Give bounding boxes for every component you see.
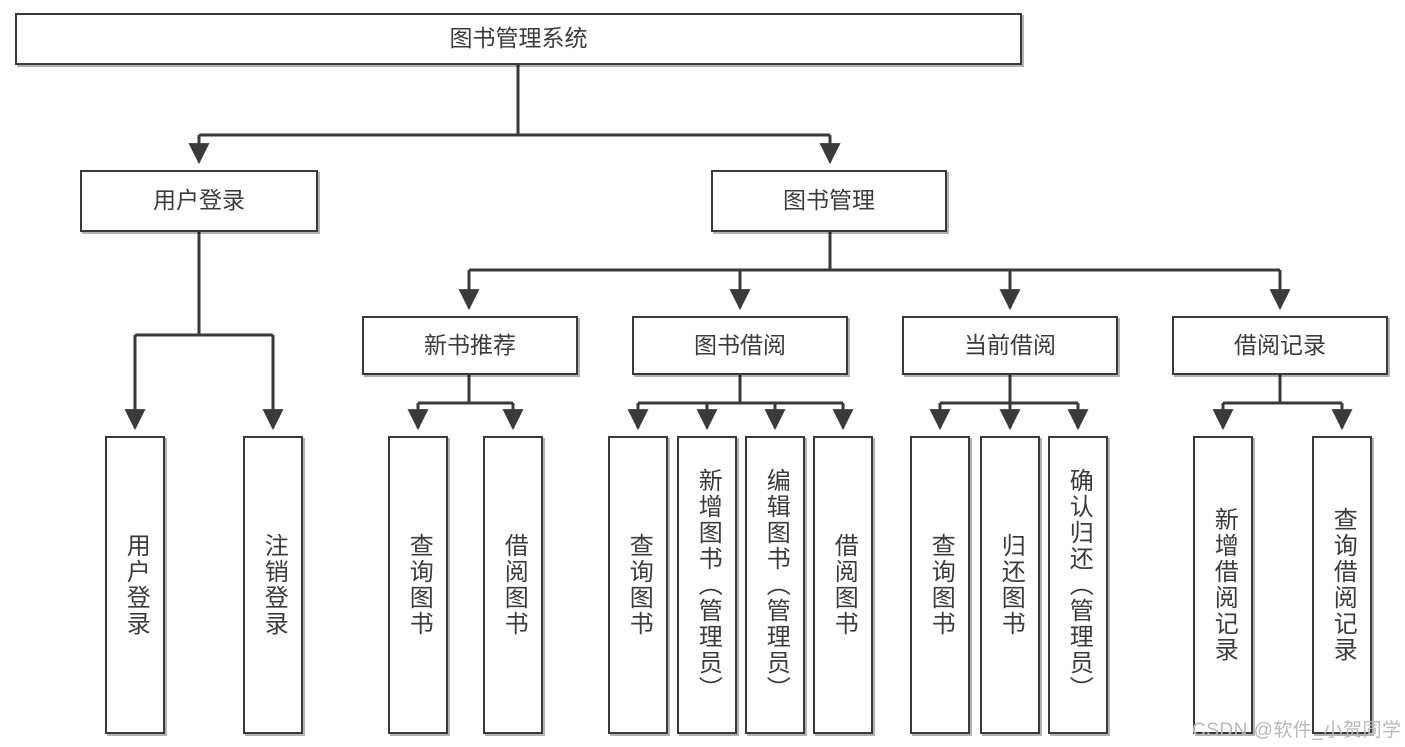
node-new-book-recommend-label: 新书推荐 (424, 331, 516, 358)
node-new-book-recommend[interactable]: 新书推荐 (362, 316, 578, 375)
node-leaf-user-login[interactable]: 用户登录 (105, 436, 165, 734)
node-book-manage-label: 图书管理 (783, 187, 875, 214)
node-leaf-borrow-book-rec[interactable]: 借阅图书 (483, 436, 543, 734)
watermark-text: CSDN @软件_小贺同学 (1192, 720, 1402, 741)
node-leaf-add-borrow-record-label: 新增借阅记录 (1210, 507, 1238, 663)
node-leaf-borrow-book-rec-label: 借阅图书 (500, 533, 528, 637)
node-leaf-query-book-current-label: 查询图书 (927, 533, 955, 637)
node-leaf-borrow-book-label: 借阅图书 (830, 533, 858, 637)
node-borrow-record-label: 借阅记录 (1234, 331, 1326, 358)
node-book-manage[interactable]: 图书管理 (711, 170, 947, 232)
node-leaf-query-borrow-record[interactable]: 查询借阅记录 (1312, 436, 1372, 734)
node-leaf-return-book[interactable]: 归还图书 (980, 436, 1040, 734)
node-leaf-confirm-return-admin[interactable]: 确认归还（管理员） (1048, 436, 1108, 734)
node-leaf-confirm-return-admin-label: 确认归还（管理员） (1065, 468, 1093, 702)
node-root[interactable]: 图书管理系统 (15, 13, 1022, 65)
node-leaf-add-book-admin-label: 新增图书（管理员） (694, 468, 722, 702)
node-leaf-borrow-book[interactable]: 借阅图书 (813, 436, 873, 734)
node-leaf-query-book-rec[interactable]: 查询图书 (388, 436, 448, 734)
node-leaf-logout[interactable]: 注销登录 (243, 436, 303, 734)
node-leaf-edit-book-admin-label: 编辑图书（管理员） (762, 468, 790, 702)
node-leaf-add-borrow-record[interactable]: 新增借阅记录 (1193, 436, 1253, 734)
node-leaf-query-book-borrow-label: 查询图书 (625, 533, 653, 637)
node-leaf-return-book-label: 归还图书 (997, 533, 1025, 637)
node-current-borrow-label: 当前借阅 (964, 331, 1056, 358)
node-book-borrow-label: 图书借阅 (694, 331, 786, 358)
node-leaf-query-book-borrow[interactable]: 查询图书 (608, 436, 668, 734)
node-leaf-logout-label: 注销登录 (260, 533, 288, 637)
node-leaf-query-borrow-record-label: 查询借阅记录 (1329, 507, 1357, 663)
node-leaf-query-book-rec-label: 查询图书 (405, 533, 433, 637)
node-leaf-add-book-admin[interactable]: 新增图书（管理员） (677, 436, 737, 734)
node-root-label: 图书管理系统 (449, 25, 588, 52)
node-leaf-edit-book-admin[interactable]: 编辑图书（管理员） (745, 436, 805, 734)
node-current-borrow[interactable]: 当前借阅 (902, 316, 1118, 375)
node-leaf-query-book-current[interactable]: 查询图书 (910, 436, 970, 734)
node-leaf-user-login-label: 用户登录 (122, 533, 150, 637)
node-borrow-record[interactable]: 借阅记录 (1172, 316, 1388, 375)
node-book-borrow[interactable]: 图书借阅 (632, 316, 848, 375)
node-user-login[interactable]: 用户登录 (80, 170, 318, 232)
node-user-login-label: 用户登录 (153, 187, 245, 214)
